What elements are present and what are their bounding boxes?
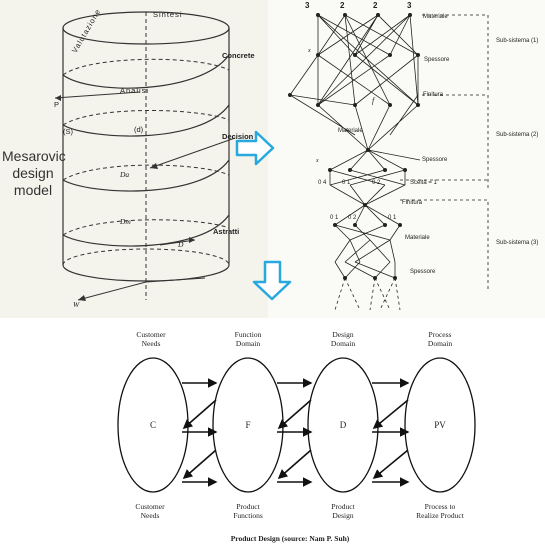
label-d-paren: (d): [134, 125, 144, 134]
ellipse-letter-d: D: [339, 420, 347, 430]
mapping-arrows: [182, 378, 410, 487]
domain-top-4-line2: Domain: [427, 339, 453, 348]
scelta-label: Scelta = 1: [410, 180, 437, 186]
top-number-2: 2: [340, 1, 345, 10]
label-astratti: Astratti: [213, 227, 240, 236]
label-w: W: [73, 300, 80, 309]
label-p: P: [54, 100, 60, 109]
label-da: Da: [120, 170, 130, 179]
domain-top-2-line1: Function: [234, 330, 262, 339]
domain-bottom-2-line2: Functions: [233, 511, 263, 520]
domain-top-label-1: Customer Needs: [136, 330, 165, 348]
domain-bottom-4-line2: Realize Product: [416, 511, 464, 520]
domain-bottom-label-2: Product Functions: [233, 502, 263, 520]
level-label-3: Finitura: [423, 92, 444, 98]
domain-top-label-3: Design Domain: [331, 330, 355, 348]
domain-bottom-1-line2: Needs: [140, 511, 160, 520]
node-row-1-a: 0 4: [318, 180, 327, 186]
domain-bottom-label-4: Process to Realize Product: [416, 502, 464, 520]
node-row-1-c: 0 2: [372, 180, 381, 186]
mesarovic-caption: Mesarovic design model: [2, 148, 66, 199]
domain-top-label-4: Process Domain: [428, 330, 452, 348]
level-label-7: Materiale: [405, 235, 430, 241]
level-label-4: Materiale: [338, 128, 363, 134]
domain-top-1-line2: Needs: [141, 339, 161, 348]
level-label-8: Spessore: [410, 269, 436, 275]
domain-top-3-line1: Design: [332, 330, 354, 339]
label-analisi: Analisi: [120, 86, 150, 95]
label-s: (S): [63, 127, 73, 136]
ellipse-letter-f: F: [245, 420, 251, 430]
center-label: f: [372, 96, 375, 105]
node-row-2-b: 0 2: [348, 215, 357, 221]
top-number-3: 2: [373, 1, 378, 10]
node-row-2-a: 0 1: [330, 215, 339, 221]
x-label-1: x: [308, 48, 311, 54]
top-number-1: 3: [305, 1, 310, 10]
caption-line-3: model: [13, 182, 53, 198]
domain-top-3-line2: Domain: [330, 339, 356, 348]
caption-line-1: Mesarovic: [2, 148, 66, 164]
domain-top-1-line1: Customer: [136, 330, 166, 339]
label-d: D: [178, 240, 184, 249]
domain-bottom-label-1: Customer Needs: [135, 502, 164, 520]
level-label-5: Spessore: [422, 157, 448, 163]
ellipse-letter-c: C: [149, 420, 157, 430]
level-label-6: Finitura: [402, 200, 423, 206]
subsystem-2: Sub-sistema (2): [496, 132, 539, 138]
level-label-2: Spessore: [424, 57, 450, 63]
domain-top-2-line2: Domain: [235, 339, 261, 348]
arrow-down-icon: [252, 260, 292, 301]
figure-caption: Product Design (source: Nam P. Suh): [230, 534, 350, 543]
ellipse-letter-pv: PV: [434, 420, 446, 430]
domain-ellipse-process: [404, 357, 476, 493]
label-decision: Decision: [222, 132, 254, 141]
level-label-1: Materiale: [423, 14, 448, 20]
label-dm: Dm: [120, 217, 131, 226]
x-label-2: x: [316, 158, 319, 164]
domain-bottom-label-3: Product Design: [331, 502, 354, 520]
domain-top-label-2: Function Domain: [235, 330, 262, 348]
node-row-2-c: 0 1: [388, 215, 397, 221]
scan-background-left: [0, 0, 268, 318]
caption-line-2: design: [12, 165, 54, 181]
domain-bottom-2-line1: Product: [236, 502, 260, 511]
scan-background-right: [268, 0, 545, 318]
domain-bottom-1-line1: Customer: [135, 502, 165, 511]
top-number-4: 3: [407, 1, 412, 10]
subsystem-1: Sub-sistema (1): [496, 38, 539, 44]
arrow-right-icon: [235, 130, 275, 166]
label-sintesi: Sintesi: [153, 10, 183, 19]
domain-bottom-4-line1: Process to: [424, 502, 456, 511]
domain-bottom-3-line2: Design: [332, 511, 354, 520]
node-row-1-b: 0 1: [342, 180, 351, 186]
domain-top-4-line1: Process: [428, 330, 452, 339]
label-concrete: Concrete: [222, 51, 255, 60]
domain-bottom-3-line1: Product: [331, 502, 355, 511]
subsystem-3: Sub-sistema (3): [496, 240, 539, 246]
